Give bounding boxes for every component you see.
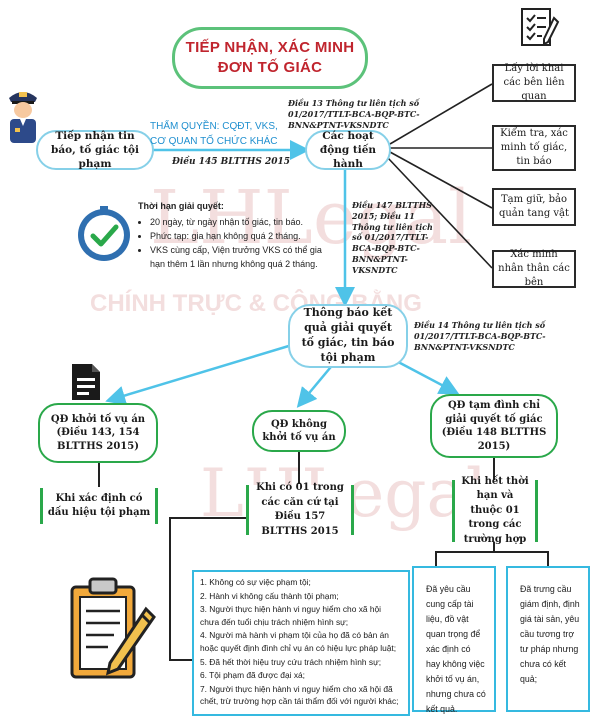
clock-check-icon: [78, 206, 130, 261]
outcome-prosecute: QĐ khởi tố vụ án (Điều 143, 154 BLTTHS 2…: [38, 403, 158, 463]
suspension-case-2: Đã trưng cầu giám định, định giá tài sản…: [506, 566, 590, 712]
note-article-14: Điều 14 Thông tư liên tịch số 01/2017/TT…: [414, 320, 546, 352]
clipboard-pencil-icon: [70, 577, 156, 679]
title-line-1: TIẾP NHẬN, XÁC MINH: [185, 38, 355, 56]
page-title: TIẾP NHẬN, XÁC MINH ĐƠN TỐ GIÁC: [172, 27, 368, 89]
note-article-13: Điều 13 Thông tư liên tịch số 01/2017/TT…: [288, 98, 420, 130]
ground-item: 5. Đã hết thời hiệu truy cứu trách nhiệm…: [200, 656, 382, 667]
deadline-list: 20 ngày, từ ngày nhận tố giác, tin báo. …: [138, 216, 338, 272]
ground-item: 3. Người thực hiện hành vi nguy hiểm cho…: [200, 604, 382, 627]
note-article-147: Điều 147 BLTTHS 2015; Điều 11 Thông tư l…: [352, 200, 433, 275]
detail-prosecute: Khi xác định có dấu hiệu tội phạm: [40, 488, 158, 524]
activity-statements: Lấy lời khai các bên liên quan: [492, 63, 576, 102]
outcome-suspend: QĐ tạm đình chỉ giải quyết tố giác (Điều…: [430, 394, 558, 458]
suspension-case-1: Đã yêu cầu cung cấp tài liệu, đồ vật qua…: [412, 566, 496, 714]
deadline-item: Phức tạp: gia hạn không quá 2 tháng.: [150, 230, 338, 244]
checklist-icon: [521, 8, 560, 46]
receive-report-node: Tiếp nhận tin báo, tố giác tội phạm: [36, 130, 154, 170]
deadline-item: VKS cùng cấp, Viện trưởng VKS có thể gia…: [150, 244, 338, 272]
grounds-list: 1. Không có sự việc phạm tội; 2. Hành vi…: [192, 570, 410, 716]
result-notice-node: Thông báo kết quả giải quyết tố giác, ti…: [288, 304, 408, 368]
activity-verify: Kiểm tra, xác minh tố giác, tin báo: [492, 125, 576, 171]
activity-seize: Tạm giữ, bảo quản tang vật: [492, 188, 576, 226]
outcome-no-prosecute: QĐ không khởi tố vụ án: [252, 410, 346, 452]
activities-node: Các hoạt động tiến hành: [305, 130, 391, 170]
ground-item: 2. Hành vi không cấu thành tội phạm;: [200, 590, 339, 601]
ground-item: 4. Người mà hành vi phạm tội của họ đã c…: [200, 630, 397, 654]
detail-suspend: Khi hết thời hạn và thuộc 01 trong các t…: [452, 476, 538, 545]
authority-line-1: THẨM QUYỀN: CQĐT, VKS,: [150, 121, 278, 132]
deadline-block: Thời hạn giải quyết: 20 ngày, từ ngày nh…: [138, 200, 338, 272]
ground-item: 7. Người thực hiện hành vi nguy hiểm cho…: [200, 683, 399, 707]
ground-item: 6. Tội phạm đã được đại xá;: [200, 670, 305, 681]
detail-no-prosecute: Khi có 01 trong các căn cứ tại Điều 157 …: [246, 482, 354, 537]
activity-identity: Xác minh nhân thân các bên: [492, 249, 576, 288]
deadline-item: 20 ngày, từ ngày nhận tố giác, tin báo.: [150, 216, 338, 230]
police-officer-icon: [9, 92, 37, 143]
authority-line-2: CƠ QUAN TỐ CHỨC KHÁC: [150, 135, 278, 147]
ground-item: 1. Không có sự việc phạm tội;: [200, 577, 311, 587]
deadline-heading: Thời hạn giải quyết:: [138, 201, 224, 211]
title-line-2: ĐƠN TỐ GIÁC: [217, 59, 323, 76]
document-icon: [72, 364, 100, 400]
authority-text: THẨM QUYỀN: CQĐT, VKS, CƠ QUAN TỐ CHỨC K…: [150, 120, 300, 149]
authority-law: Điều 145 BLTTHS 2015: [172, 157, 291, 167]
